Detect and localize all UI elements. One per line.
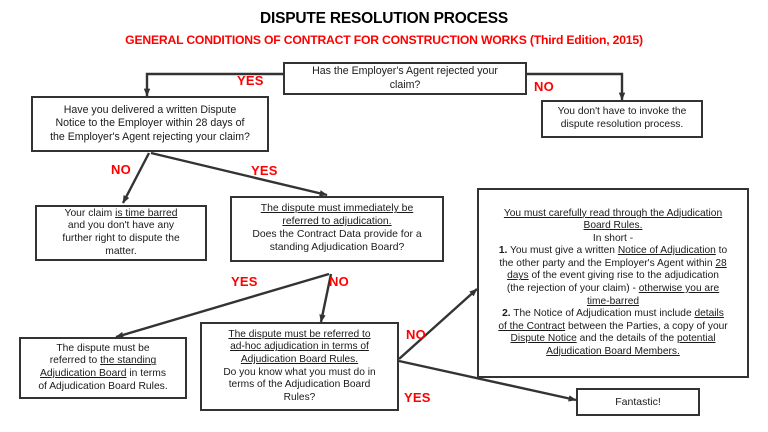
node-read-adjudication-board-rules[interactable]: You must carefully read through the Adju… <box>477 188 749 378</box>
node-fantastic[interactable]: Fantastic! <box>576 388 700 416</box>
edge-label-q3-yes: YES <box>231 274 258 289</box>
edge-label-q1-yes: YES <box>237 73 264 88</box>
edge-label-q1-no: NO <box>534 79 554 94</box>
edge-label-adhoc-yes: YES <box>404 390 431 405</box>
edge-label-adhoc-no: NO <box>406 327 426 342</box>
node-text: You must carefully read through the Adju… <box>498 207 728 357</box>
page-title: DISPUTE RESOLUTION PROCESS <box>260 10 508 27</box>
edge-label-q2-yes: YES <box>251 163 278 178</box>
edge-label-q2-no: NO <box>111 162 131 177</box>
edge-label-q3-no: NO <box>329 274 349 289</box>
page-subtitle: GENERAL CONDITIONS OF CONTRACT FOR CONST… <box>125 33 643 47</box>
node-text: Fantastic! <box>615 395 661 408</box>
